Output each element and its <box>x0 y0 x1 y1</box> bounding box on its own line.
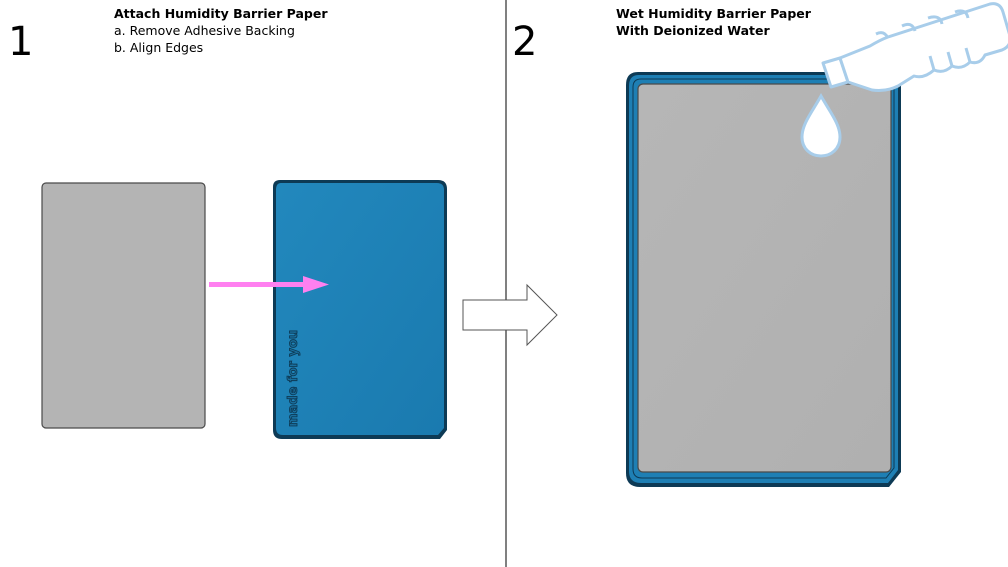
step-2-instructions: Wet Humidity Barrier Paper With Deionize… <box>616 5 811 39</box>
blue-card: made for you <box>273 180 447 439</box>
step-2-number: 2 <box>512 19 538 65</box>
next-step-arrow <box>462 283 558 347</box>
water-bottle-icon <box>821 2 1008 92</box>
wet-barrier-paper <box>637 83 892 473</box>
step-1-title: Attach Humidity Barrier Paper <box>114 6 328 21</box>
step-1-number: 1 <box>8 19 34 65</box>
water-drop-icon <box>800 92 842 158</box>
step-1-instructions: Attach Humidity Barrier Paper a. Remove … <box>114 5 328 56</box>
step-1-substep-a: a. Remove Adhesive Backing <box>114 23 295 38</box>
step-divider <box>505 0 507 567</box>
step-2-title-line-2: With Deionized Water <box>616 23 770 38</box>
align-arrow <box>209 276 329 293</box>
card-with-barrier-paper <box>626 72 901 487</box>
step-2-title-line-1: Wet Humidity Barrier Paper <box>616 6 811 21</box>
step-1-substep-b: b. Align Edges <box>114 40 204 55</box>
barrier-paper <box>41 182 206 429</box>
card-label: made for you <box>286 330 301 427</box>
